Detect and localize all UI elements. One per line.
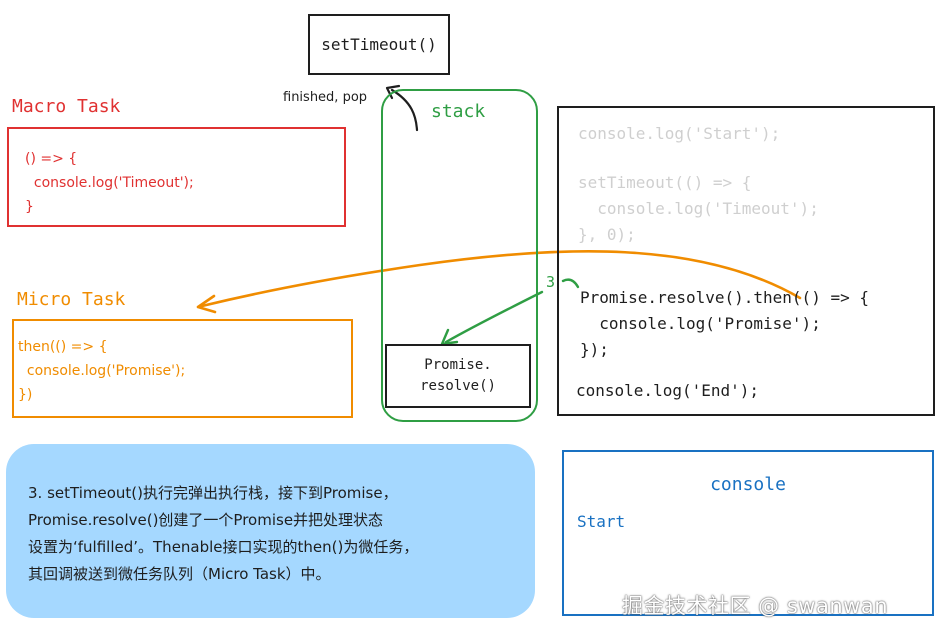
code-line-end: console.log('End');: [576, 381, 760, 400]
micro-task-title: Micro Task: [17, 289, 126, 310]
code-line-start: console.log('Start');: [578, 124, 781, 143]
code-block-settimeout: setTimeout(() => { console.log('Timeout'…: [578, 173, 819, 244]
micro-task-box: then(() => { console.log('Promise'); }): [12, 319, 353, 418]
then-to-microtask-arrow-head: [196, 294, 217, 314]
code-block-promise: Promise.resolve().then(() => { console.l…: [580, 288, 869, 359]
console-panel: console Start: [562, 450, 934, 616]
settimeout-box: setTimeout(): [308, 14, 450, 75]
stack-item-label: Promise. resolve(): [420, 357, 496, 394]
call-stack-title: stack: [431, 101, 486, 122]
console-output: Start: [577, 512, 626, 531]
watermark: 掘金技术社区 @ swanwan: [622, 594, 888, 618]
code-panel: console.log('Start'); setTimeout(() => {…: [557, 106, 935, 416]
stack-item-promise-resolve: Promise. resolve(): [385, 344, 531, 408]
promise-push-arrow: [444, 290, 544, 344]
call-stack-box: [381, 89, 538, 422]
note-line: 设置为‘fulfilled’。Thenable接口实现的then()为微任务，: [28, 538, 419, 556]
explanation-note: 3. setTimeout()执行完弹出执行栈，接下到Promise， Prom…: [6, 444, 535, 618]
step-number: 3: [546, 273, 556, 291]
settimeout-label: setTimeout(): [321, 35, 437, 54]
micro-task-code: then(() => { console.log('Promise'); }): [18, 339, 186, 403]
console-title: console: [710, 474, 786, 495]
promise-push-arrow-head: [440, 328, 459, 346]
note-line: Promise.resolve()创建了一个Promise并把处理状态: [28, 511, 384, 529]
note-line: 3. setTimeout()执行完弹出执行栈，接下到Promise，: [28, 484, 398, 502]
macro-task-box: () => { console.log('Timeout'); }: [7, 127, 346, 227]
then-to-microtask-arrow: [200, 249, 802, 308]
macro-task-title: Macro Task: [12, 96, 121, 117]
macro-task-code: () => { console.log('Timeout'); }: [25, 151, 194, 215]
note-line: 其回调被送到微任务队列（Micro Task）中。: [28, 565, 331, 583]
step-tick: [561, 278, 580, 289]
finished-pop-label: finished, pop: [283, 90, 368, 105]
